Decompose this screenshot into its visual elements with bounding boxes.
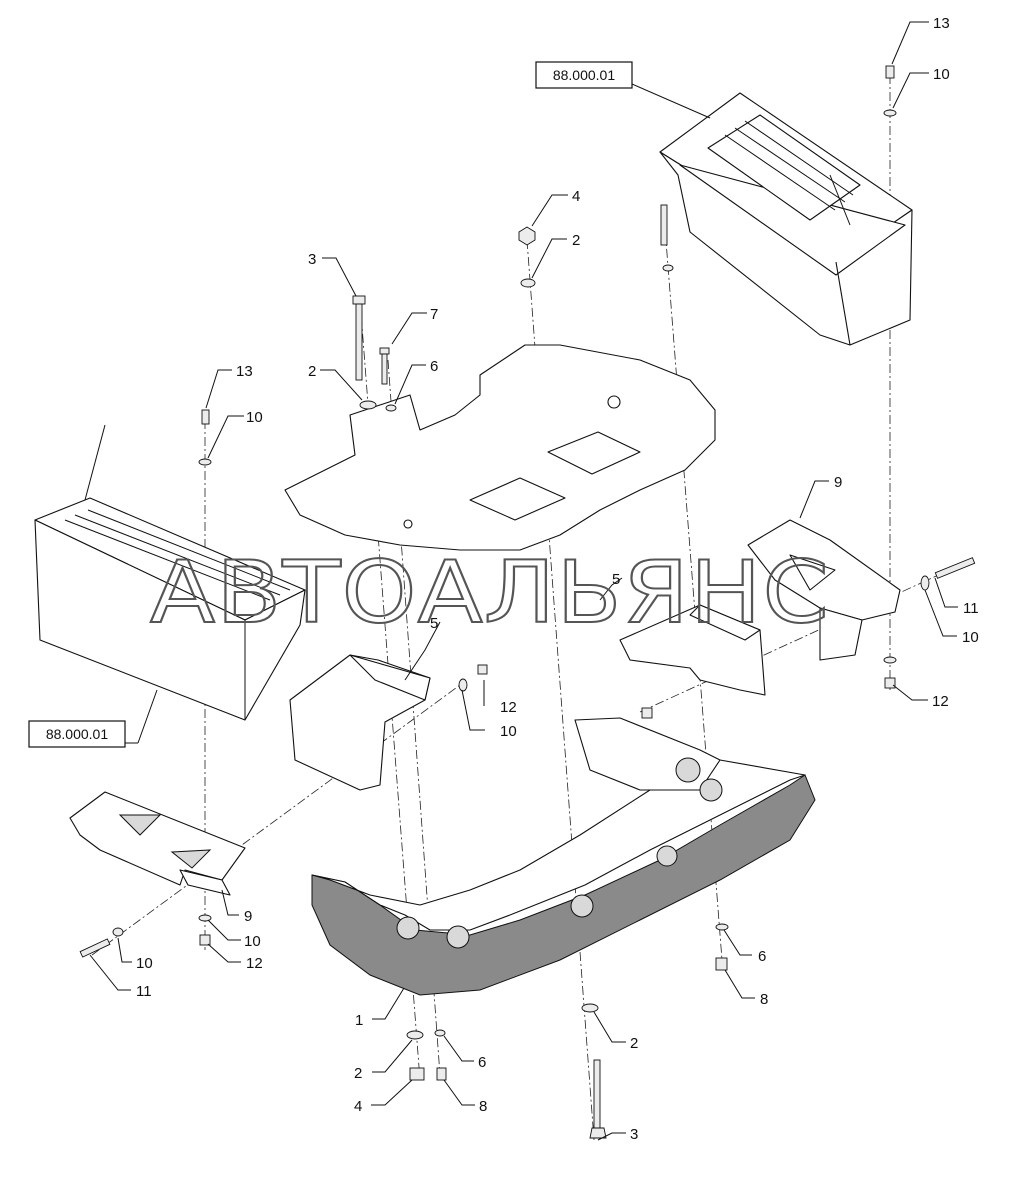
callout-4-top: 4 [572,188,580,205]
right-support-bracket [747,519,901,661]
callout-6-lower: 6 [478,1054,486,1071]
callout-3-top: 3 [308,251,316,268]
callout-6-right: 6 [758,948,766,965]
callout-9-left: 9 [244,908,252,925]
callout-1: 1 [355,1012,363,1029]
reference-box-upper: 88.000.01 [535,61,711,119]
callout-2-top: 2 [572,232,580,249]
reference-box-lower: 88.000.01 [28,689,158,748]
callout-5-left: 5 [430,615,438,632]
callout-6-top: 6 [430,358,438,375]
callout-11-right: 11 [963,600,979,617]
callout-10-center: 10 [500,723,517,740]
callout-10-lower-left: 10 [136,955,153,972]
left-support-bracket [69,791,246,896]
callout-10-left: 10 [246,409,263,426]
callout-9-right: 9 [834,474,842,491]
floor-plate [284,344,716,551]
callout-8-right: 8 [760,991,768,1008]
callout-numbers: 13 10 4 2 3 7 13 2 6 10 9 5 11 10 5 12 1… [136,15,979,1143]
front-axle-support [311,717,816,996]
callout-12-left: 12 [246,955,263,972]
callout-2-lower-left: 2 [354,1065,362,1082]
left-mount-plate [289,654,431,791]
callout-8-lower: 8 [479,1098,487,1115]
callout-5-right: 5 [612,571,620,588]
callout-13-top-right: 13 [933,15,950,32]
callout-11-left: 11 [136,983,152,1000]
callout-3-lower: 3 [630,1126,638,1143]
callout-12-center: 12 [500,699,517,716]
reference-label-upper: 88.000.01 [553,67,615,83]
upper-right-cover [659,92,913,346]
right-mount-plate [619,604,766,696]
callout-2-left: 2 [308,363,316,380]
callout-10-top-right: 10 [933,66,950,83]
left-battery-box [34,424,306,721]
callout-12-right: 12 [932,693,949,710]
callout-4-lower: 4 [354,1098,362,1115]
reference-label-lower: 88.000.01 [46,726,108,742]
callout-10-left-bracket: 10 [244,933,261,950]
callout-10-right: 10 [962,629,979,646]
hardware [79,65,976,1139]
callout-7: 7 [430,306,438,323]
watermark: АВТОАЛЬЯНС [150,543,830,643]
callout-13-left: 13 [236,363,253,380]
callout-leaders [89,21,958,1141]
callout-2-lower-right: 2 [630,1035,638,1052]
